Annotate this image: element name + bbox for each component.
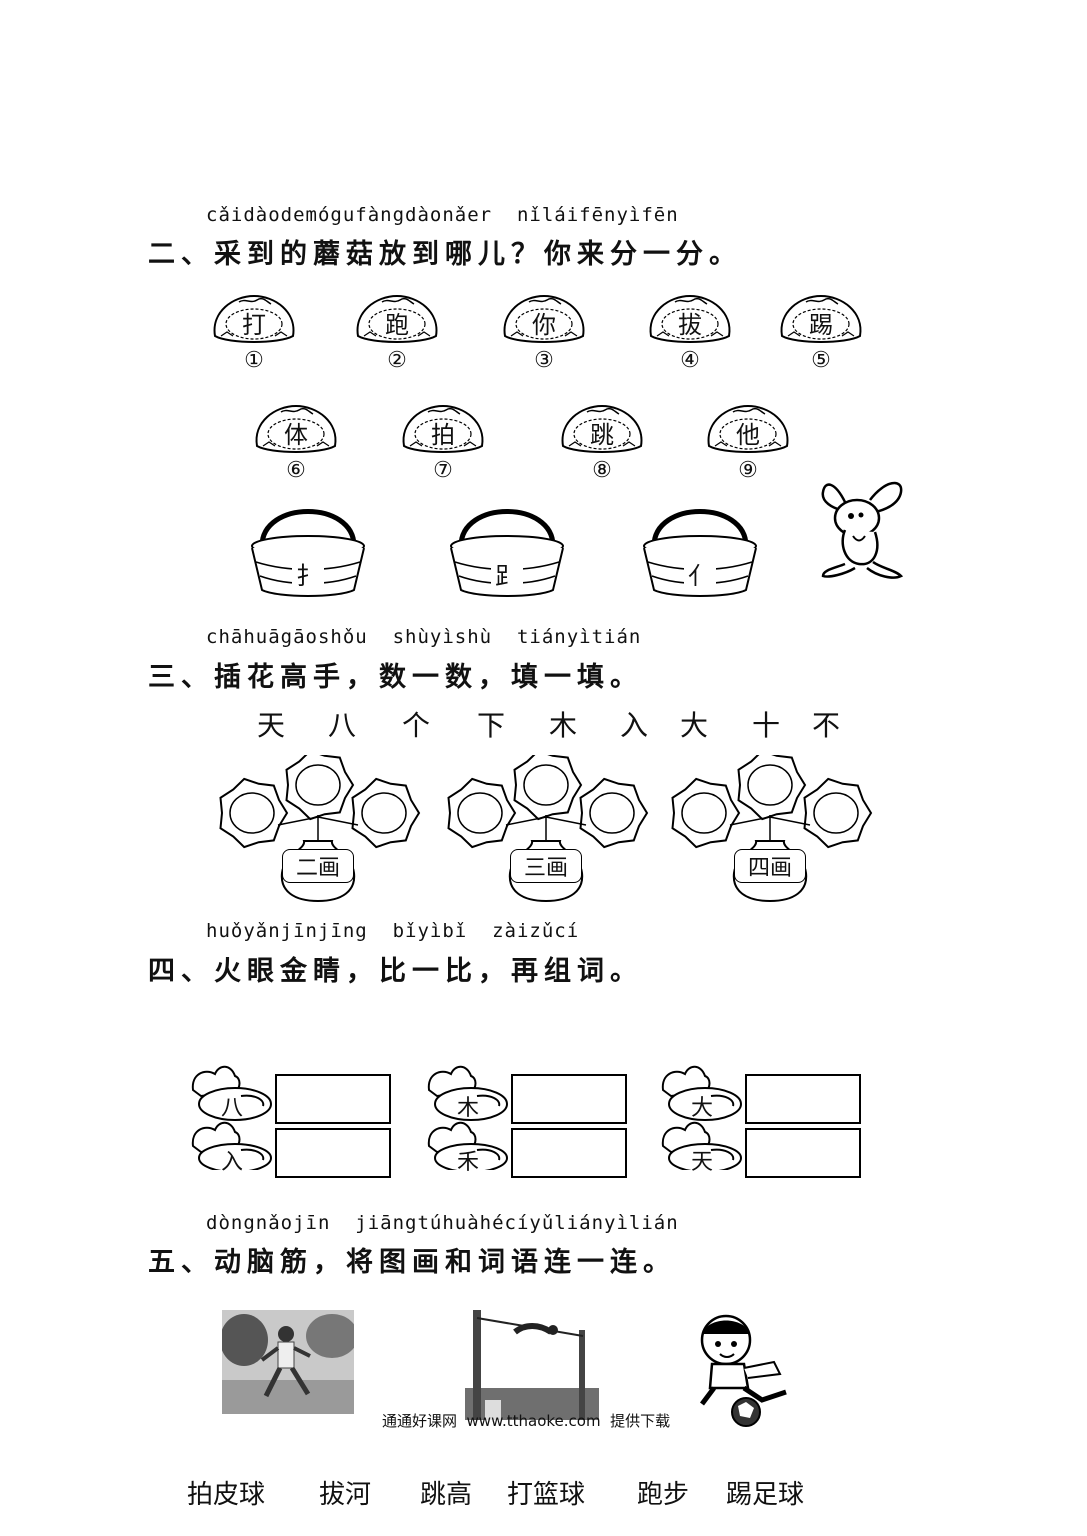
basket-radical: 扌 [296,562,320,590]
mushroom-number: ③ [534,348,554,373]
mushroom-number: ⑨ [738,458,758,483]
answer-box-bottom[interactable] [275,1128,391,1178]
footer-credit: 通通好课网 www.tthaoke.com 提供下载 [382,1412,671,1430]
stroke-count-label: 三画 [510,849,582,883]
character-item: 个 [402,709,431,742]
basket-3: 亻 [640,500,760,600]
word-item[interactable]: 打篮球 [507,1480,586,1510]
section4-pinyin: huǒyǎnjīnjīng bǐyìbǐ zàizǔcí [206,920,580,942]
word-item[interactable]: 拍皮球 [187,1480,266,1510]
compare-pair-1: 八入 [185,1060,405,1178]
character-item: 下 [477,709,506,742]
flower-vase-3: 四画 [664,755,874,905]
mushroom-char: 你 [532,311,556,339]
section3-heading: 三、插花高手，数一数，填一填。 [148,662,643,693]
compare-pair-2: 木禾 [421,1060,641,1178]
section2-pinyin: cǎidàodemógufàngdàonǎer nǐláifēnyìfēn [206,204,679,226]
section4-heading: 四、火眼金睛，比一比，再组词。 [148,956,643,987]
mushroom-char: 拍 [431,421,455,449]
basket-2: 𧾷 [447,500,567,600]
answer-box-bottom[interactable] [745,1128,861,1178]
word-item[interactable]: 踢足球 [726,1480,805,1510]
basket-radical: 亻 [688,562,712,590]
pair-char-bottom: 禾 [457,1150,480,1175]
word-item[interactable]: 跳高 [420,1480,473,1510]
mushroom-char: 踢 [809,311,833,339]
rabbit-illustration [821,481,904,579]
word-item[interactable]: 跑步 [637,1480,690,1510]
mushroom-char: 跑 [385,311,409,339]
stroke-count-label: 四画 [734,849,806,883]
section2-heading: 二、采到的蘑菇放到哪儿？你来分一分。 [148,239,742,270]
answer-box-top[interactable] [745,1074,861,1124]
answer-box-top[interactable] [511,1074,627,1124]
mushroom-number: ⑦ [433,458,453,483]
pair-char-top: 八 [221,1096,244,1121]
character-item: 十 [752,709,781,742]
section3-pinyin: chāhuāgāoshǒu shùyìshù tiányìtián [206,626,642,648]
answer-box-bottom[interactable] [511,1128,627,1178]
soccer-cartoon [700,1314,787,1427]
pair-char-top: 木 [457,1096,480,1121]
section5-heading: 五、动脑筋，将图画和词语连一连。 [148,1247,676,1278]
basket-radical: 𧾷 [495,562,519,590]
character-item: 木 [549,709,578,742]
mushroom-char: 打 [242,311,266,339]
pair-char-top: 大 [691,1096,714,1121]
running-photo [222,1310,354,1414]
mushroom-char: 体 [284,421,308,449]
high-jump-photo [465,1310,599,1420]
pair-char-bottom: 天 [691,1150,714,1175]
word-item[interactable]: 拔河 [319,1480,372,1510]
flower-vase-2: 三画 [440,755,650,905]
basket-1: 扌 [248,500,368,600]
flower-vase-1: 二画 [212,755,422,905]
section5-pinyin: dòngnǎojīn jiāngtúhuàhécíyǔliányìlián [206,1212,679,1234]
mushroom-number: ⑥ [286,458,306,483]
pair-char-bottom: 入 [221,1150,244,1175]
character-item: 入 [620,709,649,742]
mushroom-char: 他 [736,421,760,449]
mushroom-number: ② [387,348,407,373]
character-item: 大 [680,709,709,742]
mushroom-number: ④ [680,348,700,373]
mushroom-char: 拔 [678,311,702,339]
mushroom-char: 跳 [590,421,614,449]
mushroom-number: ⑧ [592,458,612,483]
mushroom-number: ① [244,348,264,373]
answer-box-top[interactable] [275,1074,391,1124]
stroke-count-label: 二画 [282,849,354,883]
mushroom-number: ⑤ [811,348,831,373]
compare-pair-3: 大天 [655,1060,875,1178]
character-item: 天 [257,709,286,742]
character-item: 不 [812,709,841,742]
character-item: 八 [328,709,357,742]
